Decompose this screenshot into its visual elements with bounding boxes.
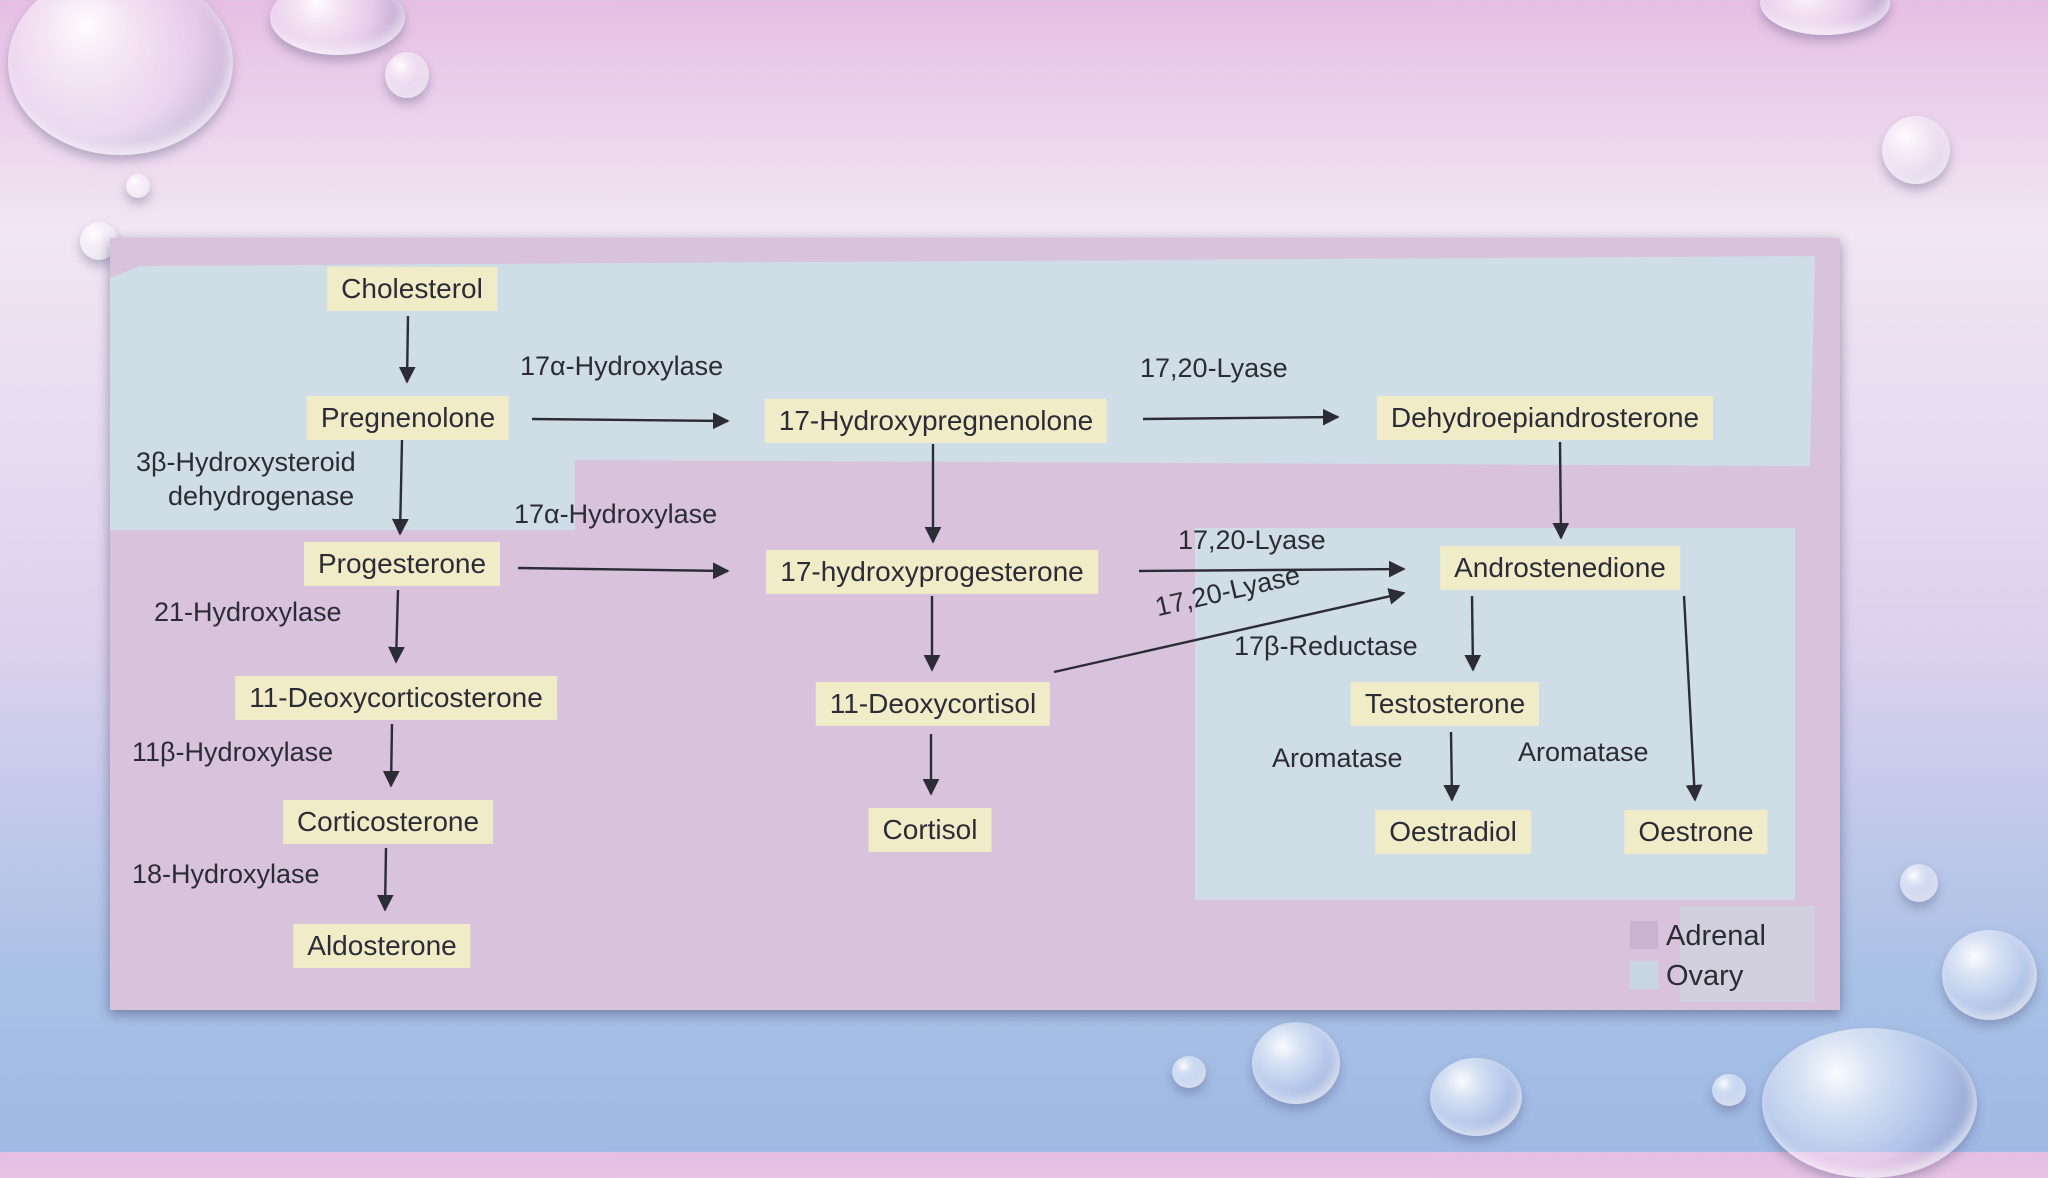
enzyme-18-hydroxylase: 18-Hydroxylase — [132, 859, 320, 889]
arrow-androstenedione-testosterone — [1464, 595, 1482, 672]
water-droplet-decoration — [270, 0, 405, 55]
steroidogenesis-figure: Cholesterol Pregnenolone 17-Hydroxypregn… — [110, 238, 1840, 1010]
enzyme-11b-hydroxylase: 11β-Hydroxylase — [132, 737, 334, 767]
arrow-hydroxyprogesterone-androstenedione — [1138, 560, 1406, 578]
water-droplet-decoration — [1430, 1058, 1522, 1136]
enzyme-aromatase-right: Aromatase — [1518, 737, 1649, 767]
enzyme-21-hydroxylase: 21-Hydroxylase — [154, 597, 342, 627]
enzyme-aromatase-left: Aromatase — [1272, 743, 1403, 773]
enzyme-3b-hsd-line2: dehydrogenase — [168, 481, 355, 511]
water-droplet-decoration — [1942, 930, 2037, 1020]
arrow-progesterone-hydroxyprogesterone — [517, 562, 730, 580]
enzyme-17-20-lyase-mid: 17,20-Lyase — [1178, 525, 1326, 555]
water-droplet-decoration — [385, 52, 429, 98]
legend-label-adrenal: Adrenal — [1666, 920, 1766, 952]
arrow-hydroxypregnenolone-dhea — [1142, 408, 1340, 426]
node-cholesterol: Cholesterol — [327, 266, 497, 312]
node-17-hydroxypregnenolone: 17-Hydroxypregnenolone — [764, 398, 1108, 444]
enzyme-17a-hydroxylase-mid: 17α-Hydroxylase — [514, 499, 718, 529]
node-cortisol: Cortisol — [868, 807, 992, 853]
node-oestrone: Oestrone — [1624, 809, 1768, 855]
arrow-deoxycorticosterone-corticosterone — [382, 723, 400, 788]
legend-swatch-ovary — [1630, 961, 1658, 989]
legend-label-ovary: Ovary — [1666, 960, 1744, 992]
water-droplet-decoration — [1882, 116, 1950, 184]
node-progesterone: Progesterone — [303, 541, 501, 587]
enzyme-17b-reductase: 17β-Reductase — [1234, 631, 1418, 661]
node-11-deoxycorticosterone: 11-Deoxycorticosterone — [235, 675, 557, 721]
legend-panel — [1680, 906, 1815, 1002]
legend-ovary: Ovary — [1630, 960, 1743, 993]
node-testosterone: Testosterone — [1350, 681, 1540, 727]
arrow-progesterone-deoxycorticosterone — [388, 589, 405, 664]
water-droplet-decoration — [8, 0, 233, 155]
arrow-testosterone-oestradiol — [1443, 731, 1461, 802]
legend-swatch-adrenal — [1630, 921, 1658, 949]
node-11-deoxycortisol: 11-Deoxycortisol — [815, 681, 1051, 727]
water-droplet-decoration — [126, 174, 150, 198]
enzyme-17a-hydroxylase-top: 17α-Hydroxylase — [520, 351, 724, 381]
node-aldosterone: Aldosterone — [293, 923, 471, 969]
node-dehydroepiandrosterone: Dehydroepiandrosterone — [1376, 395, 1714, 441]
arrow-androstenedione-oestrone — [1682, 595, 1703, 802]
node-oestradiol: Oestradiol — [1375, 809, 1531, 855]
arrows — [376, 315, 1703, 912]
arrow-deoxycortisol-androstenedione — [1053, 588, 1406, 674]
arrow-cholesterol-pregnenolone — [398, 315, 416, 384]
arrow-pregnenolone-progesterone — [391, 439, 409, 536]
node-corticosterone: Corticosterone — [282, 799, 494, 845]
arrow-dhea-androstenedione — [1552, 441, 1570, 540]
water-droplet-decoration — [1760, 0, 1890, 35]
ovary-region-upper — [110, 256, 1815, 530]
legend-adrenal: Adrenal — [1630, 920, 1766, 953]
enzyme-3b-hsd-line1: 3β-Hydroxysteroid — [136, 447, 356, 477]
arrow-pregnenolone-hydroxypregnenolone — [531, 412, 730, 430]
water-droplet-decoration — [1900, 864, 1938, 902]
node-androstenedione: Androstenedione — [1440, 545, 1680, 591]
node-pregnenolone: Pregnenolone — [306, 395, 510, 441]
water-droplet-decoration — [1252, 1022, 1340, 1104]
arrow-corticosterone-aldosterone — [376, 847, 394, 912]
node-17-hydroxyprogesterone: 17-hydroxyprogesterone — [766, 549, 1098, 595]
water-droplet-decoration — [1712, 1074, 1746, 1106]
enzyme-17-20-lyase-top: 17,20-Lyase — [1140, 353, 1288, 383]
water-droplet-decoration — [1762, 1028, 1977, 1178]
pathway-diagram — [110, 238, 1840, 1010]
water-droplet-decoration — [1172, 1056, 1206, 1088]
